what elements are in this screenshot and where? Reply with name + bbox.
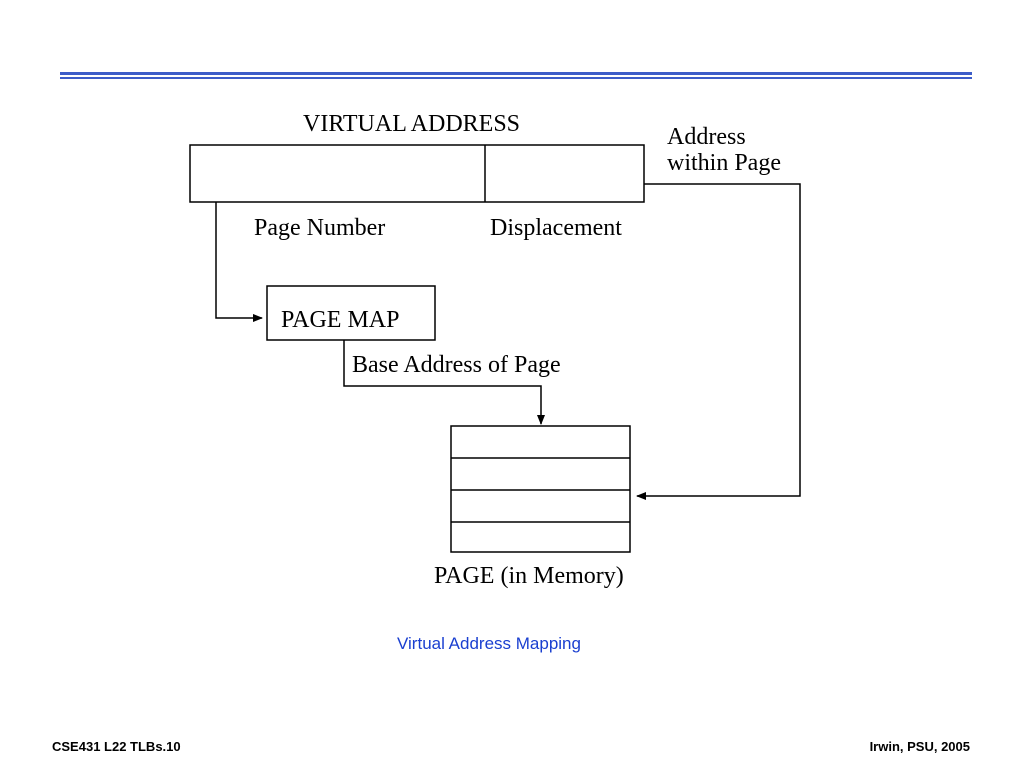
address-within-page-line1: Address	[667, 124, 746, 150]
header-rule-thin	[60, 77, 972, 79]
virtual-address-label: VIRTUAL ADDRESS	[303, 111, 521, 137]
page-number-arrow	[215, 202, 263, 322]
page-map-label: PAGE MAP	[281, 307, 400, 333]
base-address-label: Base Address of Page	[352, 352, 561, 378]
footer-course-info: CSE431 L22 TLBs.10	[52, 739, 181, 754]
address-within-page-label: Address within Page	[667, 124, 781, 176]
virtual-address-box	[189, 144, 645, 203]
displacement-label: Displacement	[490, 215, 622, 241]
page-memory-box	[450, 425, 631, 553]
displacement-arrow	[636, 183, 801, 500]
address-within-page-line2: within Page	[667, 150, 781, 176]
footer-author: Irwin, PSU, 2005	[869, 739, 970, 754]
header-rule-thick	[60, 72, 972, 75]
base-address-arrow	[343, 340, 545, 425]
page-in-memory-label: PAGE (in Memory)	[434, 563, 624, 589]
figure-caption: Virtual Address Mapping	[397, 634, 581, 653]
page-map-box	[266, 285, 436, 341]
page-number-label: Page Number	[254, 215, 386, 241]
